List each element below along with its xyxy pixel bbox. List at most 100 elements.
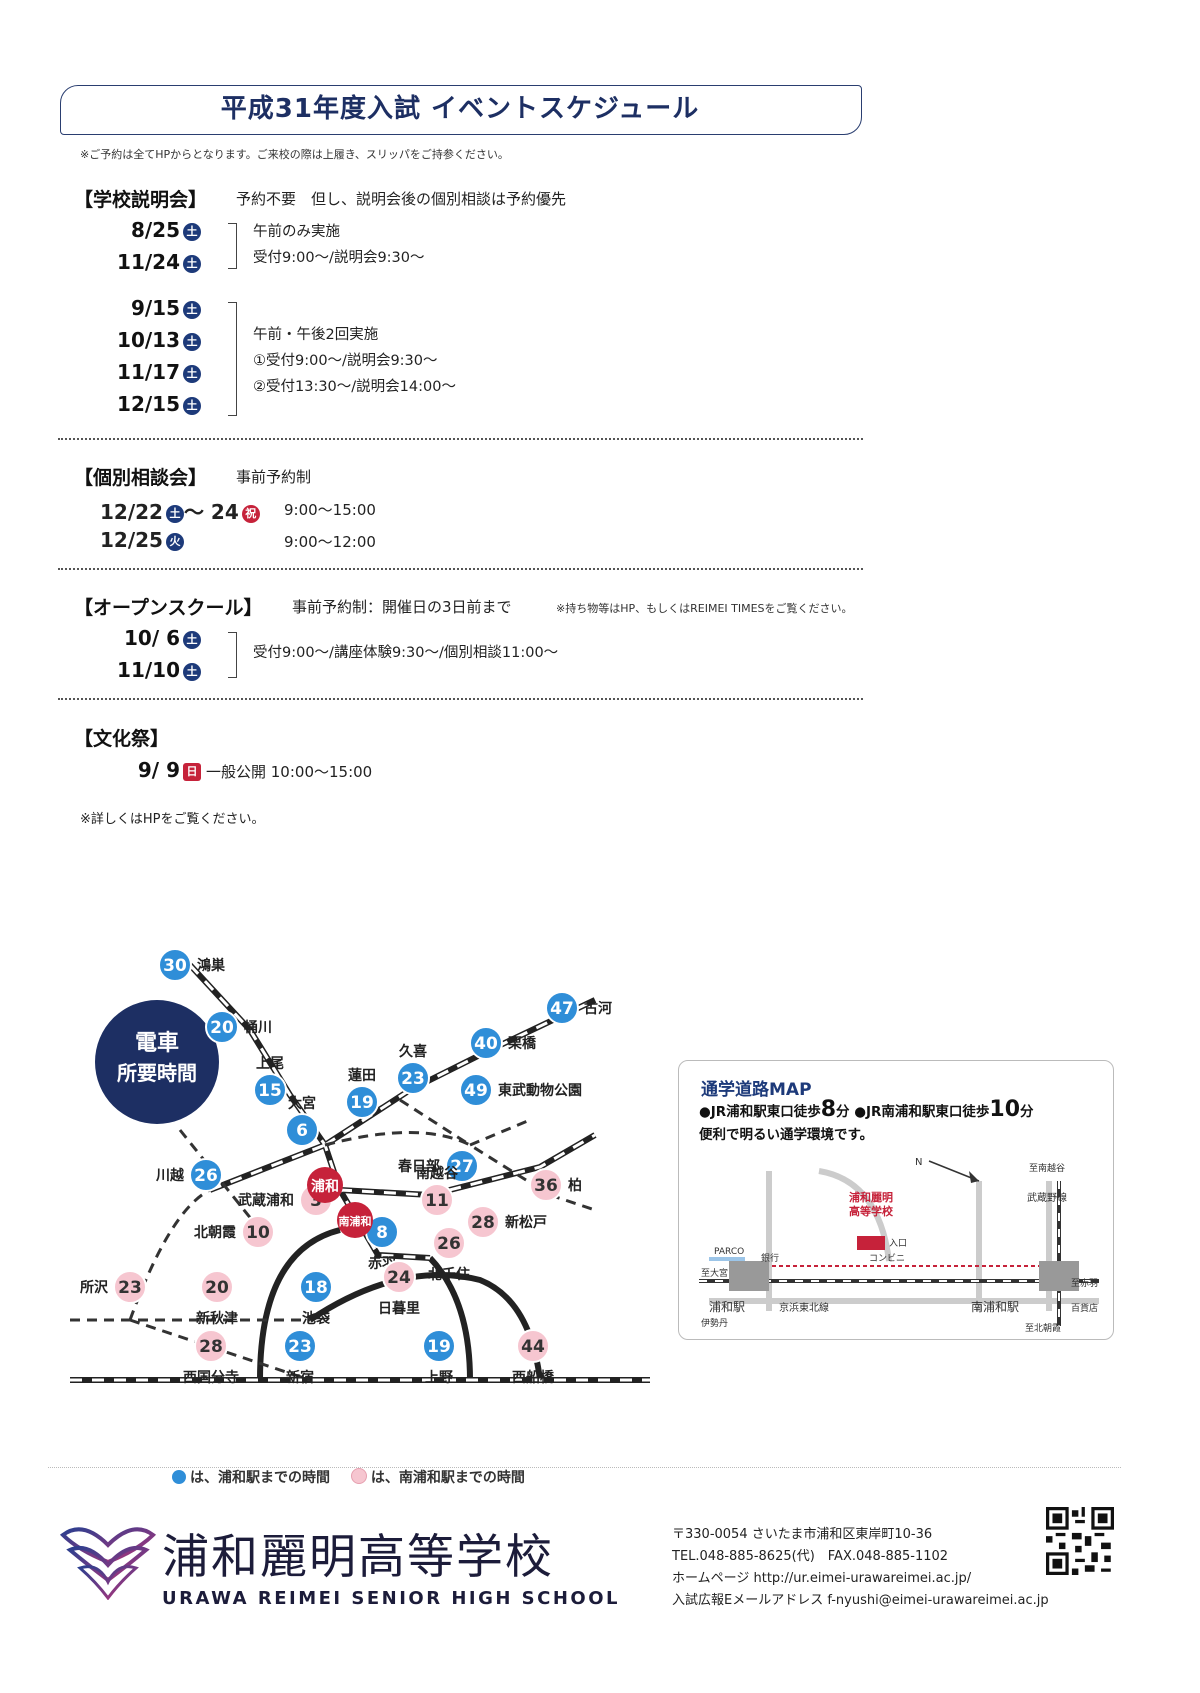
station-minutes: 49 [464,1081,488,1101]
contact-info: 〒330-0054 さいたま市浦和区東岸町10-36 TEL.048-885-8… [672,1524,1049,1612]
holiday-badge: 祝 [241,505,260,523]
bracket [228,223,237,269]
train-time-badge [95,1000,219,1124]
station-name: 大宮 [288,1095,316,1112]
date: 11/24 [117,250,180,274]
saturday-badge: 土 [183,333,201,351]
school-name-jp: 浦和麗明高等学校 [162,1530,554,1585]
legend-blue-text: は、浦和駅までの時間 [190,1470,330,1486]
briefing-group2-info: 午前・午後2回実施 ①受付9:00～/説明会9:30～ ②受付13:30～/説明… [253,322,456,400]
info-line: ②受付13:30～/説明会14:00～ [253,379,456,395]
divider [58,698,863,700]
isetan-label: 伊勢丹 [701,1317,728,1329]
bracket [228,632,237,678]
station-name: 新秋津 [196,1310,238,1327]
station-minutes: 28 [199,1337,223,1357]
station-minutes: 44 [521,1337,545,1357]
home-station-minami-urawa [337,1202,373,1238]
address: 〒330-0054 さいたま市浦和区東岸町10-36 [672,1527,933,1542]
station-minutes: 10 [246,1223,270,1243]
access-minutes: 10 [989,1097,1021,1122]
date: 10/13 [117,328,180,352]
legend-blue-dot [172,1470,186,1484]
to-omiya-label: 至大宮 [701,1267,728,1279]
info-line: ①受付9:00～/説明会9:30～ [253,353,438,369]
store-label: 百貨店 [1071,1302,1098,1314]
to-akabane-label: 至赤羽 [1071,1278,1098,1289]
station-marker [200,1270,234,1304]
station-minutes: 23 [401,1069,425,1089]
page-title: 平成31年度入試 イベントスケジュール [220,94,700,124]
homepage-link[interactable]: ホームページ http://ur.eimei-urawareimei.ac.jp… [672,1571,972,1586]
station-marker [345,1085,379,1119]
tuesday-badge: 火 [165,533,184,551]
bank-label: 銀行 [761,1252,779,1264]
station-name: 鴻巣 [197,957,226,974]
station-name: 上野 [425,1370,453,1386]
station-name: 栗橋 [508,1035,537,1052]
station-name: 上尾 [256,1056,284,1072]
station-marker [382,1260,416,1294]
divider [58,568,863,570]
station-name: 西船橋 [512,1369,555,1386]
station-marker [422,1329,456,1363]
station-name: 北千住 [428,1266,470,1283]
date: 12/25 [100,528,163,552]
station-minutes: 15 [258,1081,282,1101]
date: 12/15 [117,392,180,416]
station-minutes: 26 [437,1234,461,1254]
station-marker [545,991,579,1025]
saturday-badge: 土 [183,631,201,649]
station-marker [459,1073,493,1107]
urawa-station-block [729,1261,769,1291]
reservation-note: ※ご予約は全てHPからとなります。ご来校の際は上履き、スリッパをご持参ください。 [80,148,509,161]
station-minutes: 19 [427,1337,451,1357]
school-label-2: 高等学校 [849,1204,894,1218]
minami-urawa-label: 南浦和駅 [971,1299,1019,1314]
station-name: 久喜 [398,1043,427,1060]
station-marker [283,1329,317,1363]
station-name: 池袋 [302,1310,331,1327]
station-minutes: 24 [387,1268,411,1288]
station-minutes: 3 [310,1191,322,1211]
date: 10/ 6 [123,626,180,650]
map-legend: は、浦和駅までの時間 は、南浦和駅までの時間 [172,1467,525,1487]
saturday-badge: 土 [183,301,201,319]
to-minamikoshigaya-label: 至南越谷 [1029,1162,1065,1174]
access-text: 分 [1020,1104,1034,1120]
station-minutes: 47 [550,999,574,1019]
bracket [228,302,237,416]
station-name: 武蔵浦和 [238,1192,294,1209]
briefing-desc: 予約不要 但し、説明会後の個別相談は予約優先 [236,190,567,208]
school-name-en: URAWA REIMEI SENIOR HIGH SCHOOL [162,1588,620,1609]
email-link[interactable]: 入試広報Eメールアドレス f-nyushi@eimei-urawareimei.… [672,1593,1049,1608]
info-line: 午前のみ実施 [253,224,340,240]
open-school-desc: 事前予約制：開催日の3日前まで [292,598,512,616]
route-map-title: 通学道路MAP [701,1080,812,1100]
station-name: 日暮里 [378,1300,420,1317]
saturday-badge: 土 [183,255,201,273]
urawa-station-label: 浦和駅 [709,1300,745,1314]
station-marker [529,1168,563,1202]
station-marker [420,1183,454,1217]
date: 11/17 [117,360,180,384]
station-minutes: 18 [304,1278,328,1298]
date: 9/15 [130,296,180,320]
festival-info: 一般公開 10:00～15:00 [206,763,373,781]
station-minutes: 30 [163,956,187,976]
access-text: ●JR浦和駅東口徒歩 [699,1104,821,1120]
station-minutes: 23 [118,1278,142,1298]
station-marker [158,948,192,982]
station-minutes: 27 [450,1157,474,1177]
phone-fax: TEL.048-885-8625(代) FAX.048-885-1102 [672,1549,949,1564]
consult-time2: 9:00～12:00 [284,533,376,551]
briefing-group1-info: 午前のみ実施 受付9:00～/説明会9:30～ [253,219,425,271]
station-minutes: 20 [205,1278,229,1298]
qr-code-icon[interactable] [1046,1507,1114,1575]
school-label-1: 浦和麗明 [849,1190,893,1204]
route-map-diagram: 浦和麗明 高等学校 PARCO 至大宮 浦和駅 京浜東北線 南浦和駅 入口 コン… [699,1157,1099,1334]
station-minutes: 11 [425,1191,449,1211]
